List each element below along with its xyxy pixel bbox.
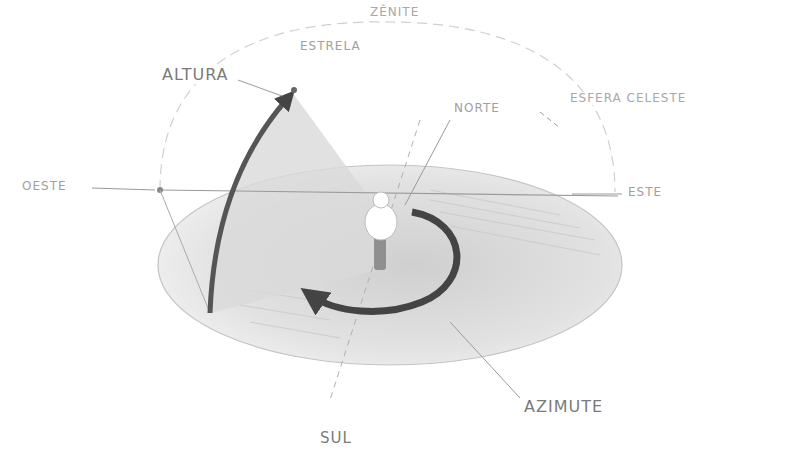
star-label: ESTRELA [298, 40, 363, 53]
east-label: ESTE [626, 186, 664, 199]
azimuth-label: AZIMUTE [522, 398, 605, 416]
azimuth-arc [312, 212, 457, 311]
leader-lines [92, 80, 622, 398]
celestial-dome [160, 22, 615, 192]
altitude-label: ALTURA [160, 66, 231, 84]
horizon-edge [160, 190, 210, 313]
observer-figure [365, 192, 397, 270]
star-dot [291, 87, 297, 93]
altitude-sector [210, 92, 382, 313]
altitude-arc [210, 98, 288, 313]
south-label: SUL [318, 430, 354, 447]
sphere-label: ESFERA CELESTE [568, 92, 688, 105]
north-label: NORTE [452, 102, 502, 115]
north-south-line [330, 120, 420, 400]
west-label: OESTE [20, 180, 69, 193]
zenith-label: ZÊNITE [368, 6, 421, 19]
